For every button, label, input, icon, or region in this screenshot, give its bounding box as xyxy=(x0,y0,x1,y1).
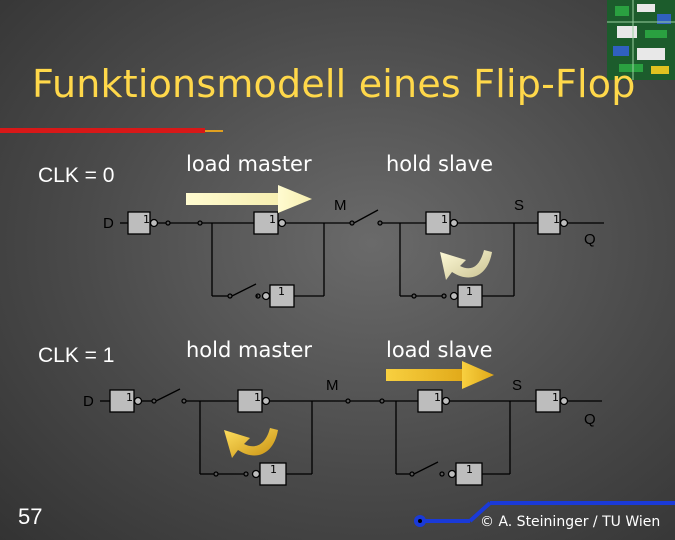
gate-label: 1 xyxy=(466,463,473,476)
clk0-label: CLK = 0 xyxy=(38,164,115,187)
page-number: 57 xyxy=(18,504,43,529)
load-slave-arrow xyxy=(386,361,494,389)
row1-slave-state: hold slave xyxy=(386,152,493,176)
gate-label: 1 xyxy=(441,213,448,226)
gate-label: 1 xyxy=(278,285,285,298)
q-output-label: Q xyxy=(584,231,596,248)
slave-label: S xyxy=(512,377,522,394)
title-underline-red xyxy=(0,128,205,133)
row2-slave-state: load slave xyxy=(386,338,493,362)
gate-label: 1 xyxy=(270,463,277,476)
gate-label: 1 xyxy=(434,391,441,404)
load-master-arrow xyxy=(186,185,312,213)
gate-label: 1 xyxy=(143,213,150,226)
circuit-board-logo xyxy=(607,0,675,80)
master-label: M xyxy=(334,197,347,214)
clk1-label: CLK = 1 xyxy=(38,344,115,367)
gate-label: 1 xyxy=(466,285,473,298)
gate-label: 1 xyxy=(269,213,276,226)
gate-label: 1 xyxy=(126,391,133,404)
master-label: M xyxy=(326,377,339,394)
gate-label: 1 xyxy=(552,391,559,404)
footer-decoration xyxy=(414,501,675,527)
title-underline-gold xyxy=(205,130,223,132)
gate-label: 1 xyxy=(254,391,261,404)
slave-label: S xyxy=(514,197,524,214)
d-input-label: D xyxy=(103,215,114,232)
row2-master-state: hold master xyxy=(186,338,313,362)
q-output-label: Q xyxy=(584,411,596,428)
gate-label: 1 xyxy=(553,213,560,226)
page-title: Funktionsmodell eines Flip-Flop xyxy=(32,62,636,106)
row1-master-state: load master xyxy=(186,152,312,176)
row1-circuit xyxy=(120,209,604,308)
copyright-text: © A. Steininger / TU Wien xyxy=(480,514,661,530)
hold-slave-curved-arrow xyxy=(440,250,492,280)
hold-master-curved-arrow xyxy=(224,428,278,458)
row2-circuit xyxy=(100,388,602,486)
d-input-label: D xyxy=(83,393,94,410)
